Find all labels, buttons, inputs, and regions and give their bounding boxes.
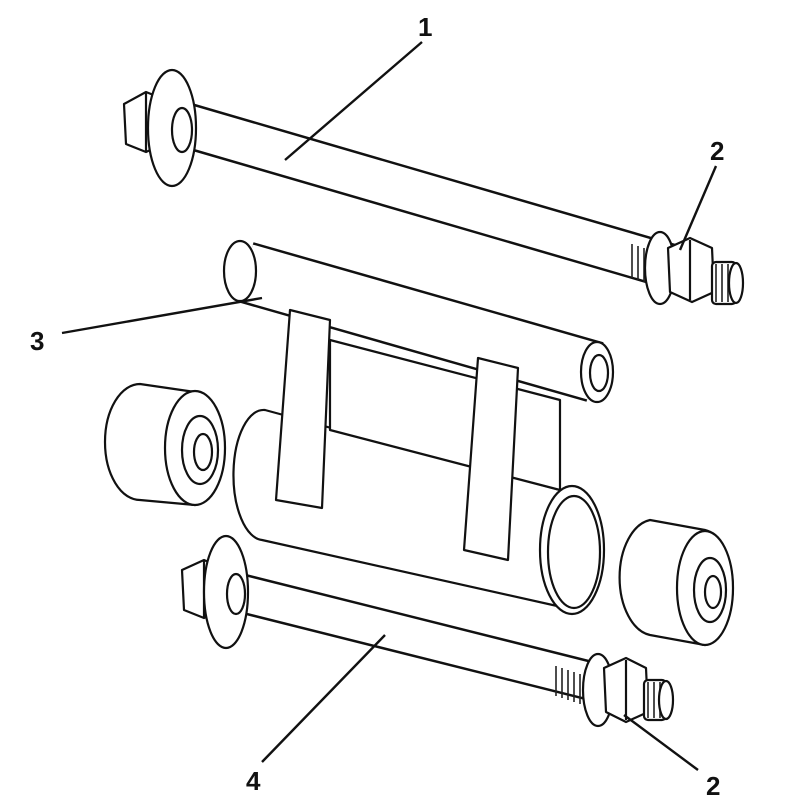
callout-label-2-lower: 2 — [706, 771, 720, 800]
callout-label-3: 3 — [30, 326, 44, 356]
callout-label-2-upper: 2 — [710, 136, 724, 166]
right-bushing — [618, 518, 735, 647]
upper-bolt-thread — [631, 244, 651, 284]
lower-bolt — [180, 534, 675, 728]
leader-line-4 — [261, 634, 386, 763]
bracket-assembly — [222, 239, 615, 616]
left-bushing — [103, 382, 227, 507]
leader-line-1 — [284, 41, 423, 161]
leader-line-2-lower — [623, 714, 699, 771]
bracket-plate-right — [462, 356, 520, 562]
upper-tube — [237, 244, 603, 400]
leader-line-2-upper — [678, 165, 718, 251]
callout-label-4: 4 — [246, 766, 261, 796]
leader-line-3 — [61, 296, 263, 335]
callout-label-1: 1 — [418, 12, 432, 42]
upper-bolt-shaft — [169, 102, 706, 295]
bracket-plate-left — [274, 308, 332, 510]
upper-bolt — [122, 68, 745, 306]
